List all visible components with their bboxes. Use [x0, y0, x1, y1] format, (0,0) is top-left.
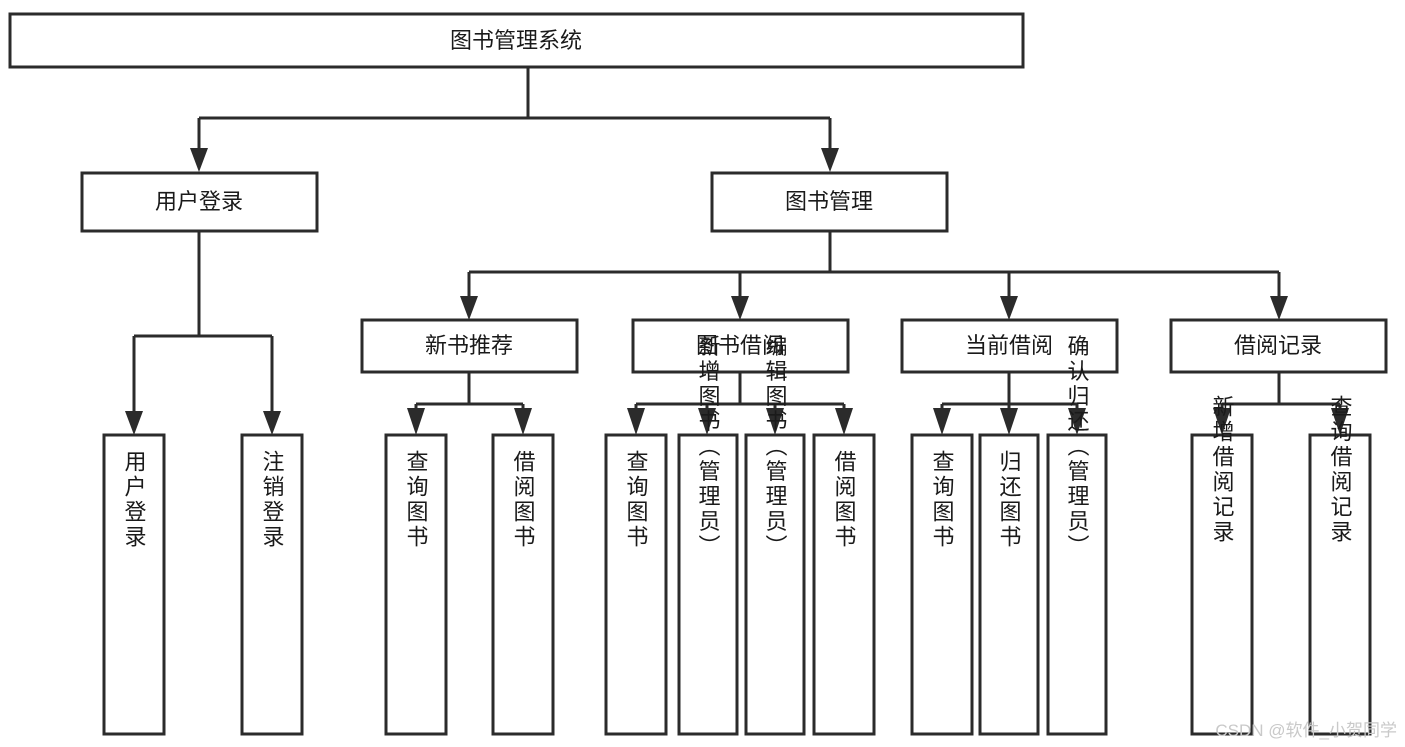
- leaf-label: 编辑图书（管理员）: [763, 335, 788, 560]
- leaf-box[interactable]: [1190, 433, 1254, 736]
- leaf-new-book-recommend-1[interactable]: 借阅图书: [491, 433, 555, 736]
- node-book-borrow-label: 图书借阅: [696, 333, 784, 358]
- leaf-box[interactable]: [1046, 433, 1108, 736]
- node-root-system[interactable]: 图书管理系统: [8, 12, 1025, 69]
- node-user-login-label: 用户登录: [155, 189, 243, 214]
- node-current-borrow[interactable]: 当前借阅: [900, 318, 1119, 374]
- leaf-current-borrow-1[interactable]: 归还图书: [978, 433, 1040, 736]
- arrow-record-c2: [1331, 408, 1349, 435]
- arrow-book-manage-c3: [1000, 296, 1018, 320]
- edges-layer: [125, 67, 1349, 435]
- arrow-user-login-c1: [125, 411, 143, 435]
- leaf-label: 查询图书: [624, 450, 649, 550]
- leaf-label: 确认归还（管理员）: [1065, 335, 1090, 560]
- arrow-root-to-book-manage: [821, 148, 839, 172]
- node-user-login[interactable]: 用户登录: [80, 171, 319, 233]
- leaf-user-login-1[interactable]: 注销登录: [240, 433, 304, 736]
- arrow-record-c1: [1213, 408, 1231, 435]
- node-root-box[interactable]: [8, 12, 1025, 69]
- leaf-box[interactable]: [491, 433, 555, 736]
- arrow-newbook-c1: [407, 408, 425, 435]
- leaf-label: 注销登录: [260, 450, 285, 550]
- node-book-borrow-box[interactable]: [631, 318, 850, 374]
- leaf-box[interactable]: [240, 433, 304, 736]
- leaf-borrow-record-1[interactable]: 查询借阅记录: [1308, 395, 1372, 736]
- arrow-borrow-c3: [766, 408, 784, 435]
- leaf-label: 借阅图书: [832, 450, 857, 550]
- node-borrow-record[interactable]: 借阅记录: [1169, 318, 1388, 374]
- leaf-current-borrow-0[interactable]: 查询图书: [910, 433, 974, 736]
- arrow-current-c2: [1000, 408, 1018, 435]
- node-book-management[interactable]: 图书管理: [710, 171, 949, 233]
- leaf-box[interactable]: [677, 433, 739, 736]
- node-user-login-box[interactable]: [80, 171, 319, 233]
- arrow-current-c3: [1068, 408, 1086, 435]
- node-borrow-record-label: 借阅记录: [1234, 333, 1322, 358]
- node-book-management-label: 图书管理: [785, 189, 873, 214]
- arrow-user-login-c2: [263, 411, 281, 435]
- arrow-current-c1: [933, 408, 951, 435]
- leaf-borrow-record-0[interactable]: 新增借阅记录: [1190, 395, 1254, 736]
- node-new-book-recommend[interactable]: 新书推荐: [360, 318, 579, 374]
- node-new-book-recommend-box[interactable]: [360, 318, 579, 374]
- leaf-book-borrow-1[interactable]: 新增图书（管理员）: [677, 335, 739, 736]
- leaf-book-borrow-2[interactable]: 编辑图书（管理员）: [744, 335, 806, 736]
- leaf-label: 归还图书: [997, 450, 1022, 550]
- leaf-label: 查询图书: [930, 450, 955, 550]
- leaf-box[interactable]: [812, 433, 876, 736]
- node-borrow-record-box[interactable]: [1169, 318, 1388, 374]
- arrow-book-manage-c2: [731, 296, 749, 320]
- node-book-management-box[interactable]: [710, 171, 949, 233]
- leaf-box[interactable]: [910, 433, 974, 736]
- leaf-label: 借阅图书: [511, 450, 536, 550]
- arrow-borrow-c1: [627, 408, 645, 435]
- leaf-book-borrow-3[interactable]: 借阅图书: [812, 433, 876, 736]
- arrow-book-manage-c1: [460, 296, 478, 320]
- node-new-book-recommend-label: 新书推荐: [425, 333, 513, 358]
- node-book-borrow[interactable]: 图书借阅: [631, 318, 850, 374]
- leaf-box[interactable]: [604, 433, 668, 736]
- leaf-box[interactable]: [1308, 433, 1372, 736]
- leaf-book-borrow-0[interactable]: 查询图书: [604, 433, 668, 736]
- leaf-user-login-0[interactable]: 用户登录: [102, 433, 166, 736]
- arrow-newbook-c2: [514, 408, 532, 435]
- leaf-label: 查询借阅记录: [1328, 395, 1353, 545]
- arrow-borrow-c4: [835, 408, 853, 435]
- leaf-box[interactable]: [384, 433, 448, 736]
- leaf-label: 新增借阅记录: [1210, 395, 1235, 545]
- leaf-label: 用户登录: [122, 450, 147, 550]
- leaf-box[interactable]: [102, 433, 166, 736]
- leaf-label: 新增图书（管理员）: [696, 335, 721, 560]
- arrow-book-manage-c4: [1270, 296, 1288, 320]
- leaf-current-borrow-2[interactable]: 确认归还（管理员）: [1046, 335, 1108, 736]
- node-root-label: 图书管理系统: [450, 28, 582, 53]
- leaf-box[interactable]: [744, 433, 806, 736]
- arrow-root-to-user-login: [190, 148, 208, 172]
- leaf-new-book-recommend-0[interactable]: 查询图书: [384, 433, 448, 736]
- node-current-borrow-box[interactable]: [900, 318, 1119, 374]
- arrow-borrow-c2: [698, 408, 716, 435]
- leaf-box[interactable]: [978, 433, 1040, 736]
- node-current-borrow-label: 当前借阅: [965, 333, 1053, 358]
- leaf-label: 查询图书: [404, 450, 429, 550]
